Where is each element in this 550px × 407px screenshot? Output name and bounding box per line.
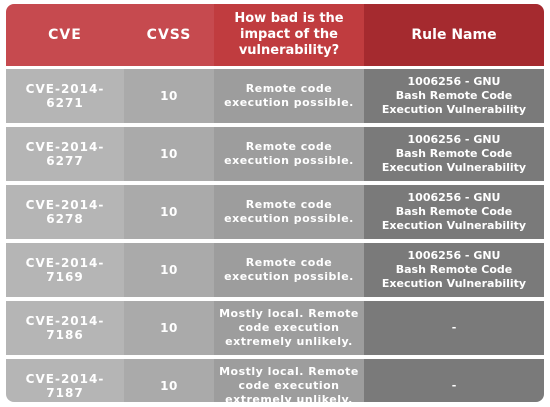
impact-text: Mostly local. Remote code execution extr… xyxy=(214,301,364,359)
rule-id: 1006256 - GNU xyxy=(407,75,501,88)
cve-id: CVE-2014-7187 xyxy=(6,359,124,402)
vulnerability-table: CVE CVSS How bad is the impact of the vu… xyxy=(6,4,544,402)
header-rule-name: Rule Name xyxy=(364,4,544,69)
cve-table: CVE CVSS How bad is the impact of the vu… xyxy=(6,4,544,402)
impact-text: Mostly local. Remote code execution extr… xyxy=(214,359,364,402)
impact-text: Remote code execution possible. xyxy=(214,185,364,243)
rule-line-2: Bash Remote Code xyxy=(395,147,513,160)
header-row: CVE CVSS How bad is the impact of the vu… xyxy=(6,4,544,69)
impact-text: Remote code execution possible. xyxy=(214,243,364,301)
impact-text: Remote code execution possible. xyxy=(214,69,364,127)
rule-id: 1006256 - GNU xyxy=(407,191,501,204)
rule-line-2: Bash Remote Code xyxy=(395,89,513,102)
cvss-score: 10 xyxy=(124,185,214,243)
rule-name: 1006256 - GNU Bash Remote Code Execution… xyxy=(364,243,544,301)
rule-name: 1006256 - GNU Bash Remote Code Execution… xyxy=(364,185,544,243)
header-cve: CVE xyxy=(6,4,124,69)
rule-name: 1006256 - GNU Bash Remote Code Execution… xyxy=(364,127,544,185)
rule-name: - xyxy=(364,301,544,359)
rule-id: 1006256 - GNU xyxy=(407,133,501,146)
cvss-score: 10 xyxy=(124,243,214,301)
rule-name: - xyxy=(364,359,544,402)
rule-id: 1006256 - GNU xyxy=(407,249,501,262)
cve-id: CVE-2014-7169 xyxy=(6,243,124,301)
rule-line-3: Execution Vulnerability xyxy=(381,277,527,290)
impact-text: Remote code execution possible. xyxy=(214,127,364,185)
rule-line-2: Bash Remote Code xyxy=(395,263,513,276)
cvss-score: 10 xyxy=(124,127,214,185)
rule-id: - xyxy=(451,321,457,334)
table-row: CVE-2014-6277 10 Remote code execution p… xyxy=(6,127,544,185)
cve-id: CVE-2014-6278 xyxy=(6,185,124,243)
cve-id: CVE-2014-6277 xyxy=(6,127,124,185)
rule-line-2: Bash Remote Code xyxy=(395,205,513,218)
table-row: CVE-2014-7169 10 Remote code execution p… xyxy=(6,243,544,301)
rule-id: - xyxy=(451,379,457,392)
rule-line-3: Execution Vulnerability xyxy=(381,103,527,116)
table-row: CVE-2014-6278 10 Remote code execution p… xyxy=(6,185,544,243)
header-impact: How bad is the impact of the vulnerabili… xyxy=(214,4,364,69)
cve-id: CVE-2014-7186 xyxy=(6,301,124,359)
cvss-score: 10 xyxy=(124,301,214,359)
rule-line-3: Execution Vulnerability xyxy=(381,219,527,232)
header-cvss: CVSS xyxy=(124,4,214,69)
table-row: CVE-2014-7187 10 Mostly local. Remote co… xyxy=(6,359,544,402)
cvss-score: 10 xyxy=(124,359,214,402)
rule-name: 1006256 - GNU Bash Remote Code Execution… xyxy=(364,69,544,127)
table-row: CVE-2014-7186 10 Mostly local. Remote co… xyxy=(6,301,544,359)
rule-line-3: Execution Vulnerability xyxy=(381,161,527,174)
table-row: CVE-2014-6271 10 Remote code execution p… xyxy=(6,69,544,127)
cve-id: CVE-2014-6271 xyxy=(6,69,124,127)
cvss-score: 10 xyxy=(124,69,214,127)
